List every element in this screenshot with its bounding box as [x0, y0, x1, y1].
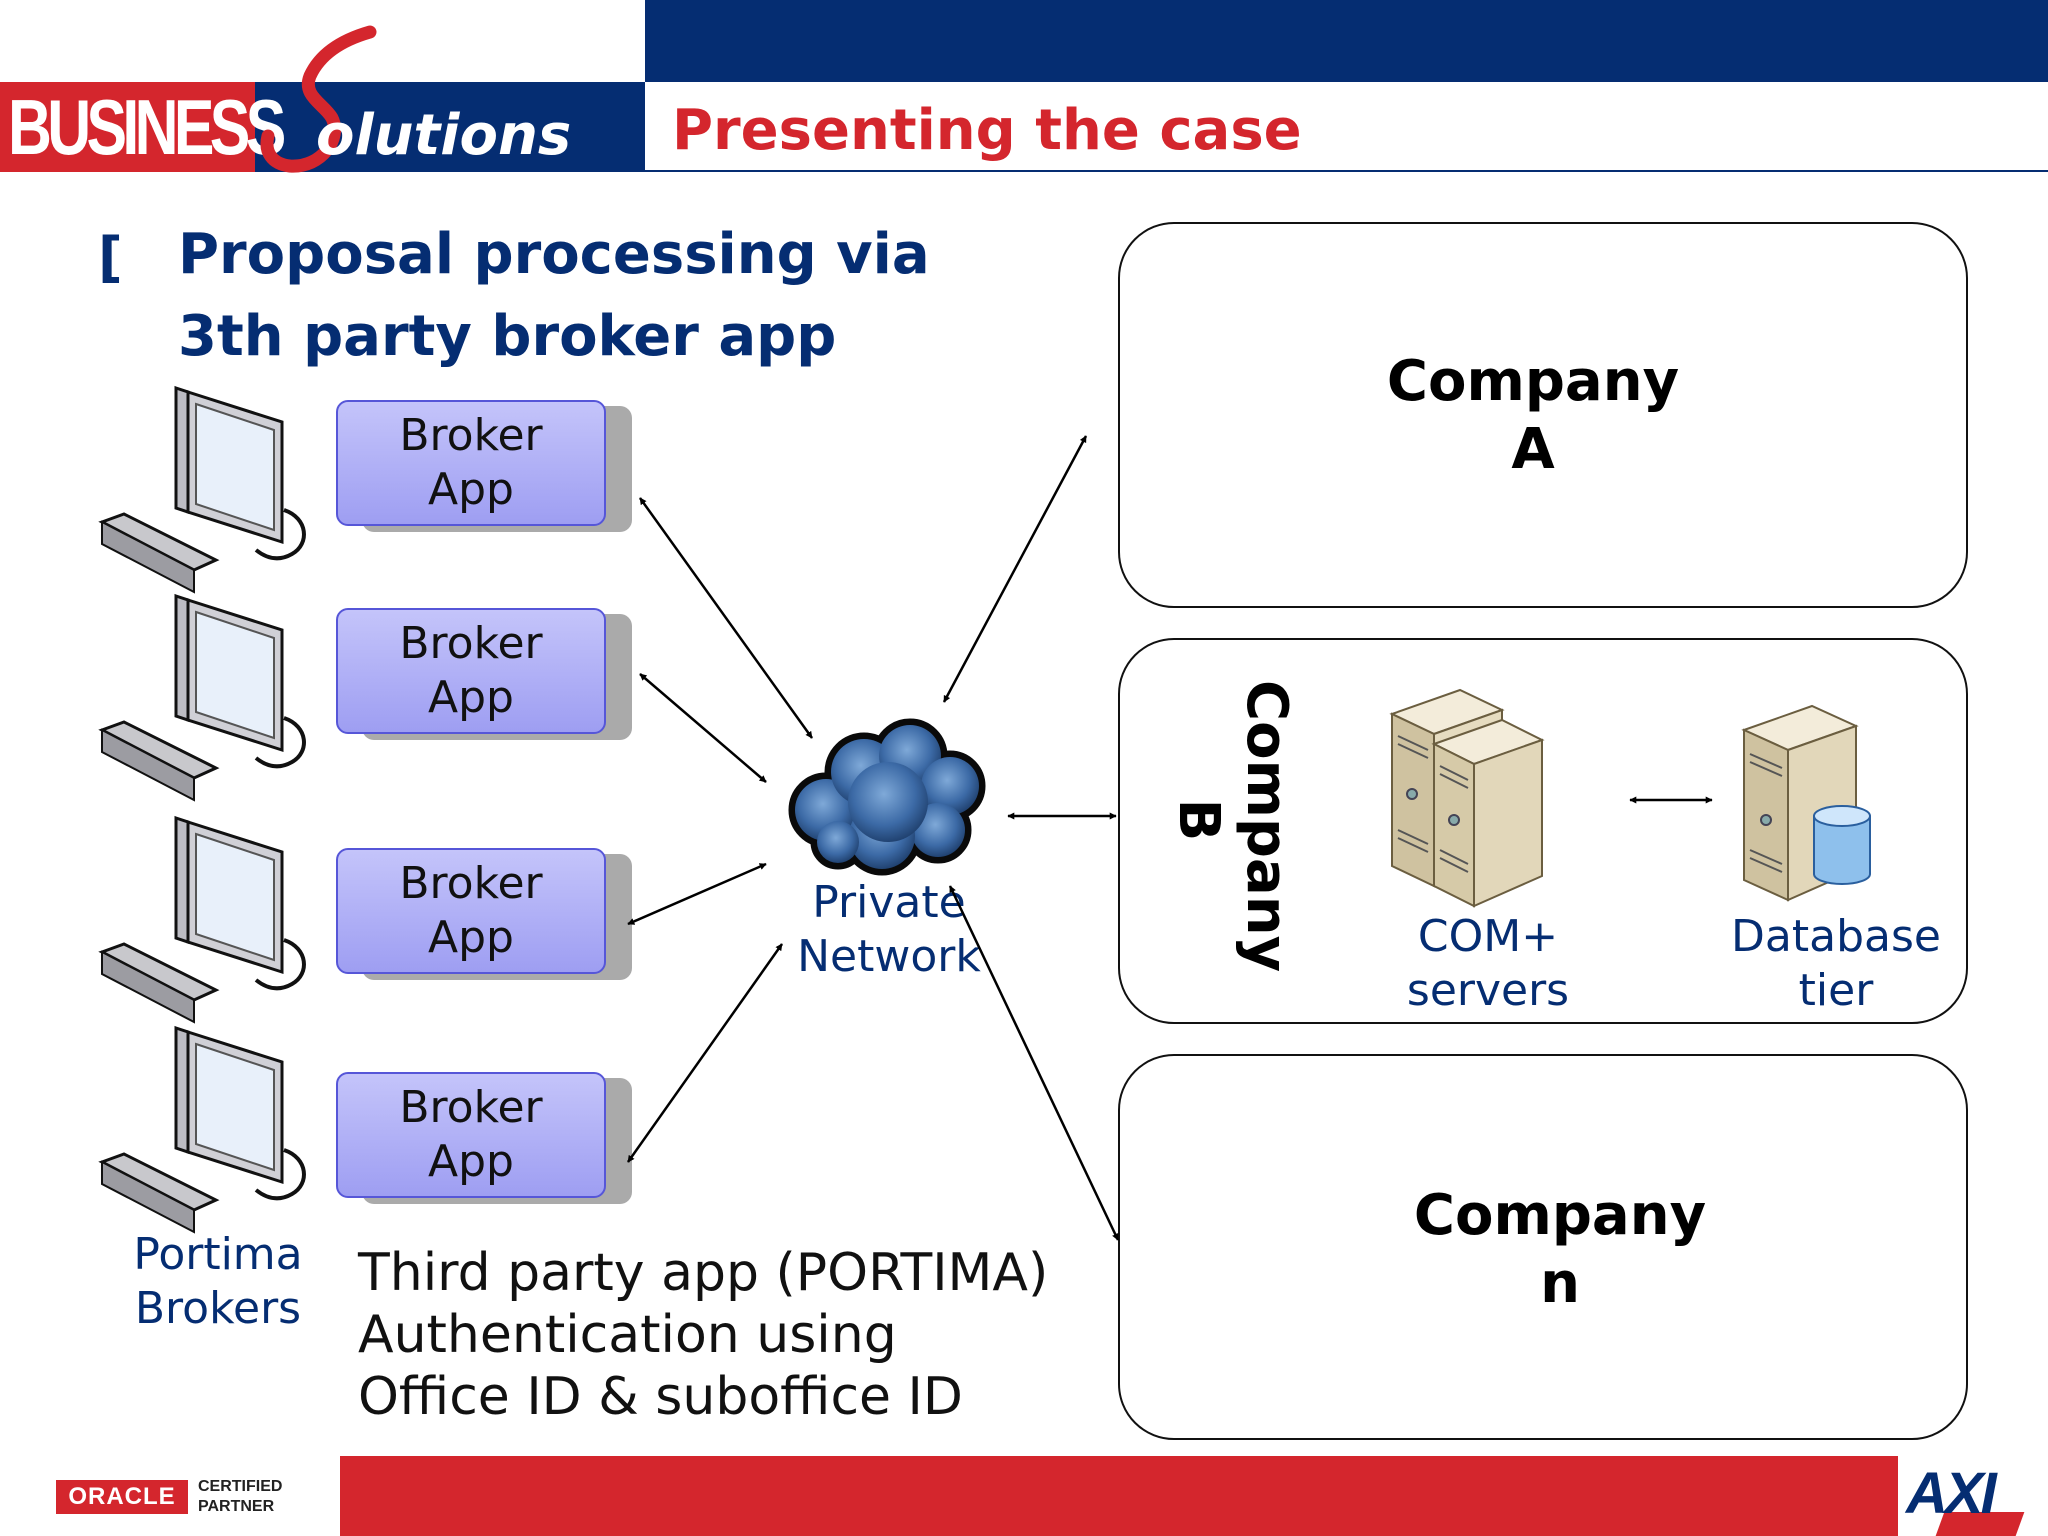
broker-app-box: Broker App — [336, 608, 606, 734]
company-a-line1: Company — [1386, 349, 1680, 414]
company-a-box: Company A — [1118, 222, 1968, 608]
logo-s-swoosh-icon — [260, 25, 377, 173]
database-tier-line1: Database — [1731, 911, 1941, 962]
logo-red-block — [0, 82, 255, 172]
arrow-network-company-n — [948, 885, 1120, 1241]
broker-app-label: App — [428, 672, 514, 723]
bullet-marker: [ — [98, 226, 123, 289]
arrow-broker1-network — [638, 497, 814, 739]
bullet-heading-line1: Proposal processing via — [178, 222, 930, 287]
broker-app-box: Broker App — [336, 848, 606, 974]
arrow-broker3-network — [627, 862, 767, 926]
computer-icon — [98, 815, 306, 1024]
database-tier-label: Database tier — [1718, 910, 1954, 1018]
broker-app-label: App — [428, 1136, 514, 1187]
computer-icon — [98, 593, 306, 802]
company-a-line2: A — [1511, 417, 1555, 482]
broker-app-label: App — [428, 912, 514, 963]
company-n-line1: Company — [1413, 1183, 1707, 1248]
footer-red-band — [340, 1456, 1898, 1536]
company-n-box: Company n — [1118, 1054, 1968, 1440]
slide-title: Presenting the case — [672, 98, 1302, 163]
cloud-icon — [788, 718, 986, 876]
logo-solutions-text: olutions — [316, 103, 572, 168]
arrow-broker2-network — [639, 673, 767, 783]
header-blue-band — [645, 0, 2048, 82]
computer-icon — [98, 385, 306, 594]
com-servers-line1: COM+ — [1417, 911, 1559, 962]
server-icon — [1389, 688, 1545, 908]
broker-app-box: Broker App — [336, 400, 606, 526]
arrow-broker4-network — [626, 943, 784, 1163]
header-divider — [645, 170, 2048, 172]
com-servers-label: COM+ servers — [1362, 910, 1614, 1018]
database-tier-line2: tier — [1798, 965, 1874, 1016]
caption-line3: Office ID & suboffice ID — [358, 1367, 963, 1427]
company-n-line2: n — [1540, 1251, 1580, 1316]
caption-line1: Third party app (PORTIMA) — [358, 1243, 1049, 1303]
portima-brokers-label: Portima Brokers — [100, 1228, 336, 1336]
bullet-heading-line2: 3th party broker app — [178, 304, 837, 369]
arrow-network-company-a — [942, 435, 1088, 703]
oracle-logo: ORACLE — [56, 1480, 188, 1514]
com-servers-line2: servers — [1406, 965, 1570, 1016]
broker-app-label: Broker — [399, 1082, 543, 1133]
axi-logo: AXI — [1906, 1461, 1997, 1526]
portima-brokers-line1: Portima — [133, 1229, 303, 1280]
company-n-title: Company n — [1120, 1182, 2000, 1318]
computer-icon — [98, 1025, 306, 1234]
broker-app-label: Broker — [399, 858, 543, 909]
company-a-title: Company A — [1120, 348, 1946, 484]
broker-app-box: Broker App — [336, 1072, 606, 1198]
caption-line2: Authentication using — [358, 1305, 897, 1365]
database-server-icon — [1741, 704, 1871, 902]
broker-app-label: App — [428, 464, 514, 515]
oracle-partner-text: PARTNER — [198, 1498, 275, 1515]
caption-text: Third party app (PORTIMA) Authentication… — [358, 1242, 1048, 1428]
private-network-line1: Private — [812, 877, 966, 928]
broker-app-label: Broker — [399, 618, 543, 669]
broker-app-label: Broker — [399, 410, 543, 461]
portima-brokers-line2: Brokers — [134, 1283, 302, 1334]
company-b-box: Company B — [1118, 638, 1968, 1024]
oracle-certified-text: CERTIFIED — [198, 1478, 283, 1495]
